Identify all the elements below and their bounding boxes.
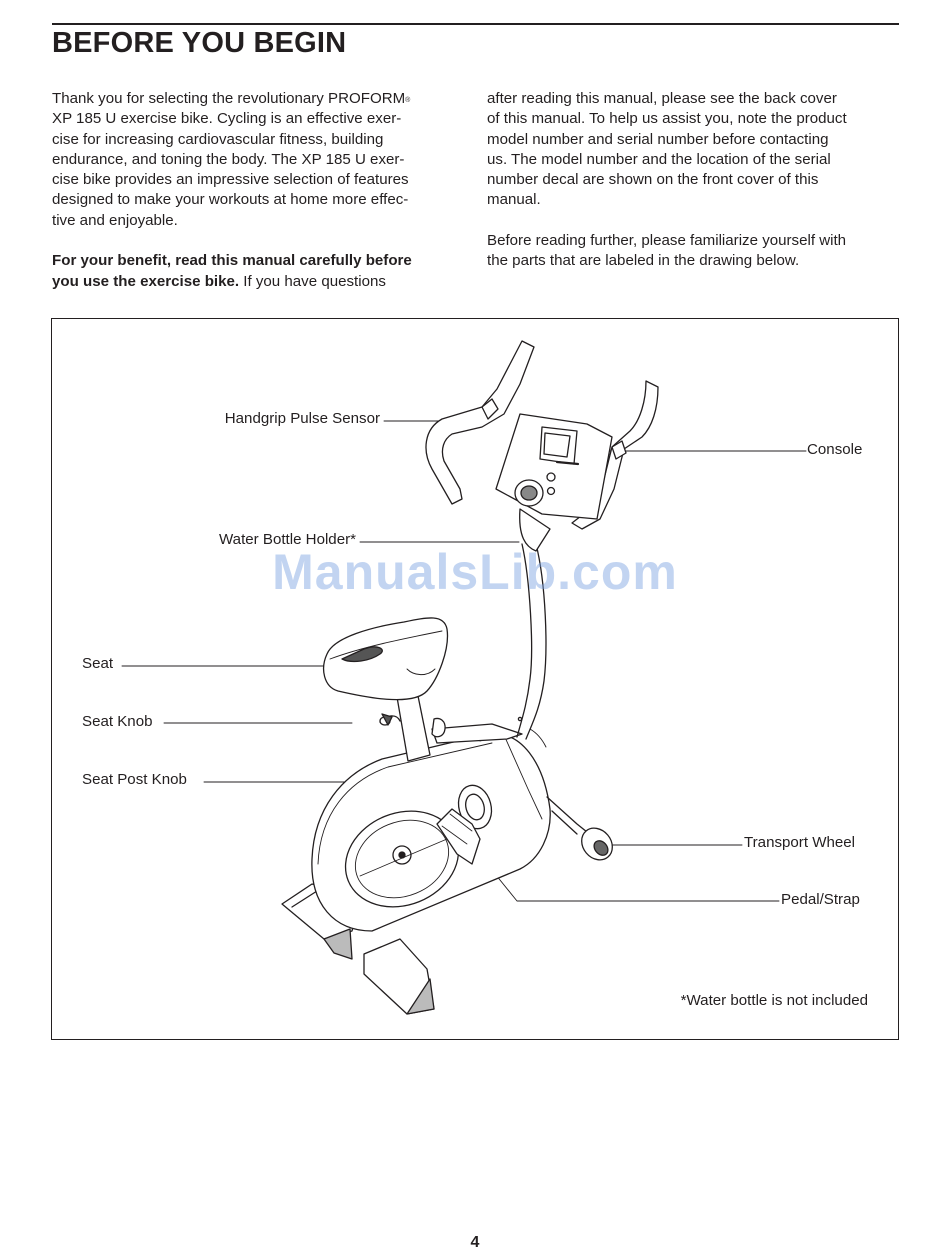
label-seat-post-knob: Seat Post Knob xyxy=(82,771,187,788)
label-handgrip-pulse-sensor: Handgrip Pulse Sensor xyxy=(224,410,380,427)
text-line: endurance, and toning the body. The XP 1… xyxy=(52,150,405,168)
registered-mark: ® xyxy=(405,97,411,104)
text-line: manual. xyxy=(487,191,541,209)
label-seat-knob: Seat Knob xyxy=(82,713,153,730)
figure-footnote: *Water bottle is not included xyxy=(680,992,868,1009)
label-transport-wheel: Transport Wheel xyxy=(744,834,856,851)
pedal xyxy=(436,808,481,865)
exercise-bike-drawing xyxy=(121,340,807,1015)
label-pedal-strap: Pedal/Strap xyxy=(781,891,860,908)
text-line: after reading this manual, please see th… xyxy=(487,90,837,107)
text: If you have questions xyxy=(239,272,386,290)
front-stabilizer xyxy=(363,938,435,1015)
upright-post xyxy=(516,543,547,740)
text-line: number decal are shown on the front cove… xyxy=(487,171,819,189)
text-line: of this manual. To help us assist you, n… xyxy=(487,110,847,128)
intro-paragraph-1: Thank you for selecting the revolutionar… xyxy=(52,89,460,231)
console-assembly xyxy=(425,340,659,552)
bold-text-line: For your benefit, read this manual caref… xyxy=(52,252,412,270)
text-line: you use the exercise bike. If you have q… xyxy=(52,272,460,292)
intro-left-column: Thank you for selecting the revolutionar… xyxy=(52,89,460,312)
seat-assembly xyxy=(323,617,449,762)
intro-paragraph-3: after reading this manual, please see th… xyxy=(487,89,899,211)
text-line: cise for increasing cardiovascular fitne… xyxy=(52,130,384,148)
bold-text: you use the exercise bike. xyxy=(52,272,240,290)
top-rule xyxy=(52,23,899,25)
parts-diagram: Handgrip Pulse Sensor Console Water Bott… xyxy=(51,318,899,1040)
label-seat: Seat xyxy=(82,655,114,672)
intro-paragraph-2: For your benefit, read this manual caref… xyxy=(52,251,460,292)
flywheel-housing xyxy=(311,723,551,932)
text-line: model number and serial number before co… xyxy=(487,130,829,148)
watermark: ManualsLib.com xyxy=(272,544,678,600)
page-title: BEFORE YOU BEGIN xyxy=(52,27,347,59)
text-line: tive and enjoyable. xyxy=(52,211,178,229)
label-water-bottle-holder: Water Bottle Holder* xyxy=(218,531,356,548)
text-line: Thank you for selecting the revolutionar… xyxy=(52,90,411,107)
text-line: cise bike provides an impressive selecti… xyxy=(52,171,409,189)
page-number: 4 xyxy=(470,1234,480,1251)
intro-paragraph-4: Before reading further, please familiari… xyxy=(487,231,899,272)
text-line: designed to make your workouts at home m… xyxy=(52,191,409,209)
text-line: XP 185 U exercise bike. Cycling is an ef… xyxy=(52,110,402,128)
intro-right-column: after reading this manual, please see th… xyxy=(487,89,899,292)
transport-wheel xyxy=(546,796,613,861)
text-line: the parts that are labeled in the drawin… xyxy=(487,252,800,270)
text-line: Before reading further, please familiari… xyxy=(487,232,847,250)
label-console: Console xyxy=(807,441,863,458)
text-line: us. The model number and the location of… xyxy=(487,150,831,168)
